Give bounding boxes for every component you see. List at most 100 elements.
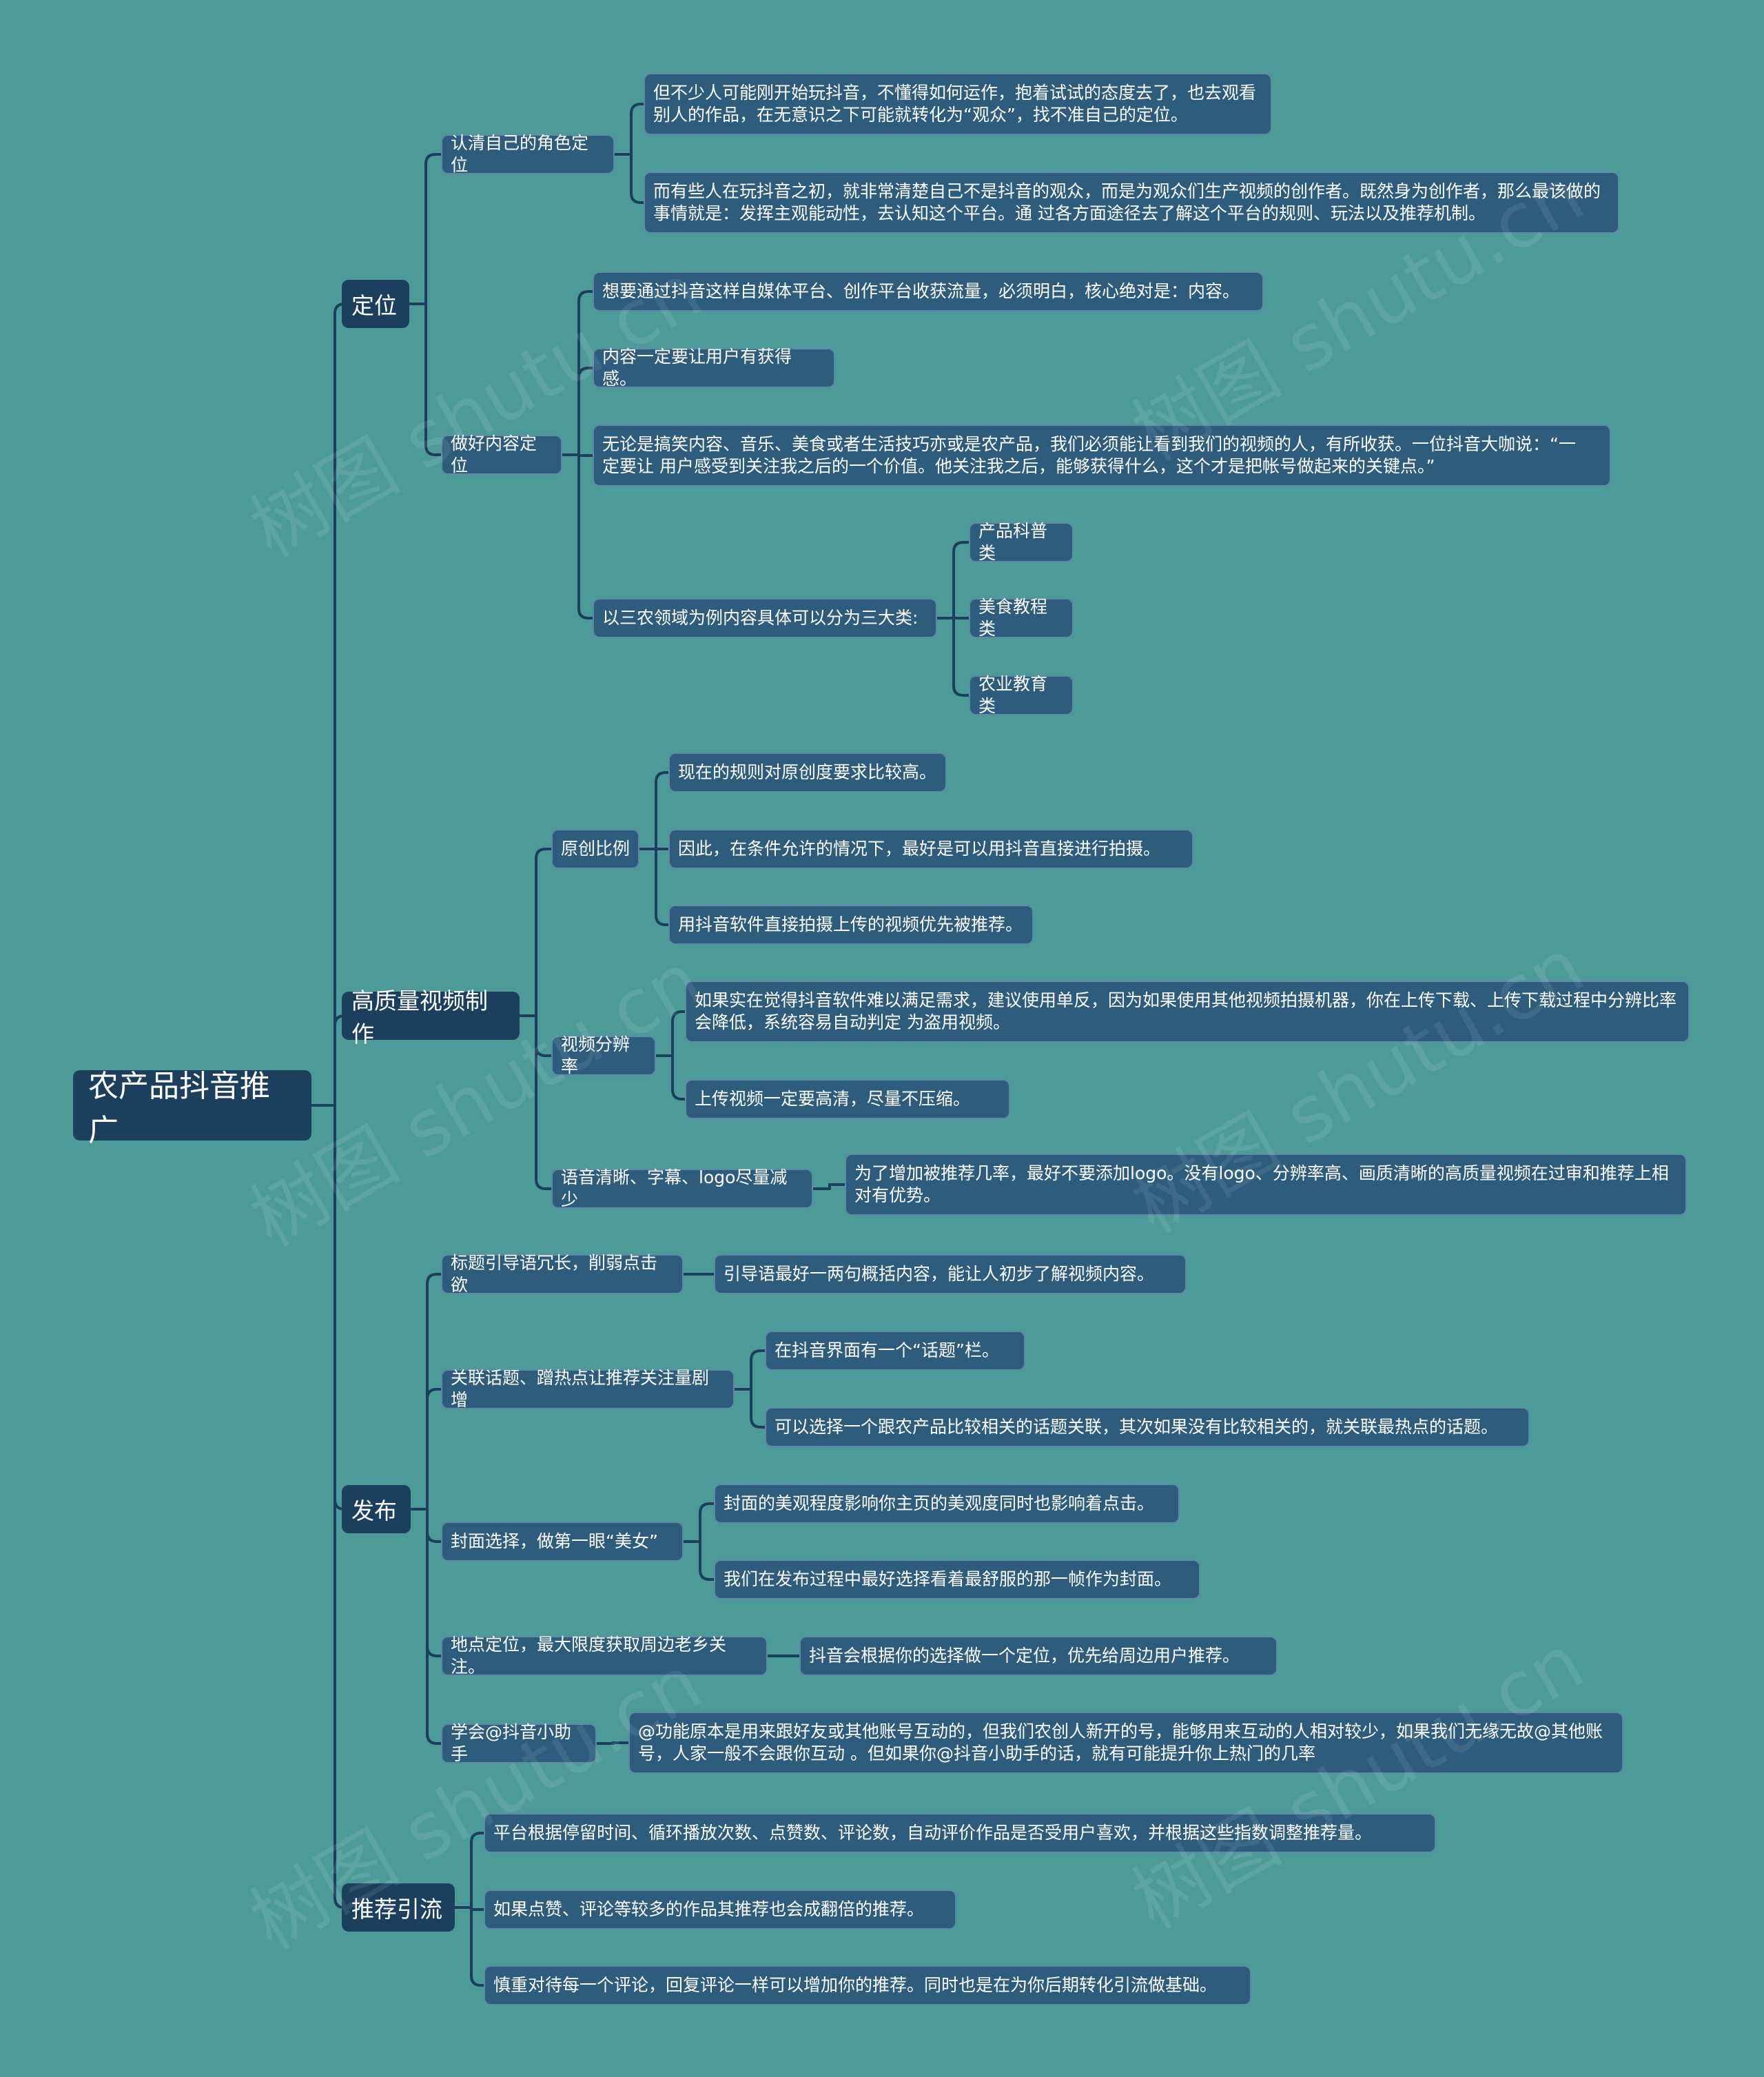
leaf-topic[interactable]: 因此，在条件允许的情况下，最好是可以用抖音直接进行拍摄。 (668, 829, 1193, 869)
topic-cover-selection[interactable]: 封面选择，做第一眼“美女” (441, 1522, 684, 1562)
topic-label: 可以选择一个跟农产品比较相关的话题关联，其次如果没有比较相关的，就关联最热点的话… (775, 1417, 1499, 1437)
leaf-topic[interactable]: 产品科普类 (969, 521, 1074, 563)
connector-branch (334, 303, 345, 1105)
connector-branch (699, 1502, 714, 1542)
topic-location[interactable]: 地点定位，最大限度获取周边老乡关注。 (441, 1635, 768, 1677)
topic-label: 慎重对待每一个评论，回复评论一样可以增加你的推荐。同时也是在为你后期转化引流做基… (493, 1975, 1218, 1995)
connector-branch (750, 1349, 765, 1389)
topic-originality[interactable]: 原创比例 (551, 829, 639, 869)
topic-label: 现在的规则对原创度要求比较高。 (678, 762, 937, 782)
topic-label: 发布 (351, 1497, 397, 1524)
connector-branch (671, 1056, 685, 1101)
topic-label: 推荐引流 (351, 1896, 442, 1923)
topic-label: 农产品抖音推广 (88, 1069, 270, 1148)
connector-branch (952, 541, 969, 618)
connector-branch (470, 1907, 484, 1987)
connector-branch (577, 454, 593, 457)
leaf-topic[interactable]: 内容一定要让用户有获得感。 (593, 347, 835, 389)
connector-branch (470, 1832, 484, 1907)
branch-dingwei[interactable]: 定位 (342, 280, 409, 328)
topic-label: 标题引导语冗长，削弱点击欲 (451, 1253, 658, 1295)
leaf-topic[interactable]: 美食教程类 (969, 597, 1074, 639)
central-topic[interactable]: 农产品抖音推广 (73, 1069, 311, 1148)
connector-branch (750, 1389, 765, 1429)
topic-at-assistant[interactable]: 学会@抖音小助手 (441, 1722, 597, 1764)
leaf-topic[interactable]: @功能原本是用来跟好友或其他账号互动的，但我们农创人新开的号，能够用来互动的人相… (628, 1712, 1623, 1774)
topic-label: 封面的美观程度影响你主页的美观度同时也影响着点击。 (724, 1493, 1155, 1513)
connector-branch (426, 1509, 441, 1745)
leaf-topic[interactable]: 在抖音界面有一个“话题”栏。 (765, 1331, 1025, 1371)
topic-label: 无论是搞笑内容、音乐、美食或者生活技巧亦或是农产品，我们必须能让看到我们的视频的… (602, 434, 1576, 476)
leaf-topic[interactable]: 想要通过抖音这样自媒体平台、创作平台收获流量，必须明白，核心绝对是：内容。 (593, 272, 1264, 311)
leaf-topic[interactable]: 如果实在觉得抖音软件难以满足需求，建议使用单反，因为如果使用其他视频拍摄机器，你… (685, 981, 1690, 1043)
connector-branch (630, 154, 644, 204)
leaf-topic[interactable]: 抖音会根据你的选择做一个定位，优先给周边用户推荐。 (799, 1636, 1278, 1676)
branch-video-production[interactable]: 高质量视频制作 (342, 988, 520, 1047)
topic-label: 关联话题、蹭热点让推荐关注量剧增 (451, 1368, 710, 1410)
topic-label: 因此，在条件允许的情况下，最好是可以用抖音直接进行拍摄。 (678, 839, 1161, 859)
connector-branch (426, 1509, 441, 1543)
connector-branch (699, 1542, 714, 1581)
leaf-topic[interactable]: 但不少人可能刚开始玩抖音，不懂得如何运作，抱着试试的态度去了，也去观看 别人的作… (644, 73, 1272, 135)
topic-label: 但不少人可能刚开始玩抖音，不懂得如何运作，抱着试试的态度去了，也去观看 别人的作… (653, 83, 1257, 125)
sub-topic[interactable]: 平台根据停留时间、循环播放次数、点赞数、评论数，自动评价作品是否受用户喜欢，并根… (484, 1813, 1436, 1853)
connector-branch (952, 618, 969, 697)
topic-title-guide[interactable]: 标题引导语冗长，削弱点击欲 (441, 1253, 684, 1295)
leaf-topic[interactable]: 上传视频一定要高清，尽量不压缩。 (685, 1079, 1010, 1119)
leaf-topic[interactable]: 封面的美观程度影响你主页的美观度同时也影响着点击。 (714, 1484, 1180, 1524)
topic-label: 内容一定要让用户有获得感。 (602, 347, 792, 389)
topic-label: @功能原本是用来跟好友或其他账号互动的，但我们农创人新开的号，能够用来互动的人相… (638, 1721, 1603, 1763)
connector-branch (535, 1016, 551, 1057)
topic-label: 语音清晰、字幕、logo尽量减少 (561, 1167, 788, 1209)
topic-resolution[interactable]: 视频分辨率 (551, 1034, 656, 1076)
topic-label: 平台根据停留时间、循环播放次数、点赞数、评论数，自动评价作品是否受用户喜欢，并根… (493, 1823, 1373, 1843)
topic-label: 用抖音软件直接拍摄上传的视频优先被推荐。 (678, 914, 1023, 934)
topic-label: 想要通过抖音这样自媒体平台、创作平台收获流量，必须明白，核心绝对是：内容。 (602, 281, 1240, 301)
topic-label: 我们在发布过程中最好选择看着最舒服的那一帧作为封面。 (724, 1569, 1172, 1589)
leaf-topic[interactable]: 现在的规则对原创度要求比较高。 (668, 753, 947, 792)
topic-label: 认清自己的角色定位 (451, 133, 589, 175)
connector-branch (470, 1907, 484, 1911)
topic-role-positioning[interactable]: 认清自己的角色定位 (441, 133, 615, 175)
leaf-topic[interactable]: 无论是搞笑内容、音乐、美食或者生活技巧亦或是农产品，我们必须能让看到我们的视频的… (593, 424, 1611, 487)
topic-label: 学会@抖音小助手 (451, 1722, 572, 1764)
connector-branch (535, 848, 551, 1016)
topic-hashtags-trending[interactable]: 关联话题、蹭热点让推荐关注量剧增 (441, 1368, 735, 1410)
connector-branch (577, 455, 593, 620)
connector-branch (426, 1388, 441, 1509)
topic-label: 为了增加被推荐几率，最好不要添加logo。没有logo、分辨率高、画质清晰的高质… (854, 1163, 1669, 1205)
leaf-topic[interactable]: 引导语最好一两句概括内容，能让人初步了解视频内容。 (714, 1254, 1187, 1294)
topic-label: 视频分辨率 (561, 1034, 630, 1076)
leaf-topic[interactable]: 而有些人在玩抖音之初，就非常清楚自己不是抖音的观众，而是为观众们生产视频的创作者… (644, 172, 1619, 234)
topic-label: 而有些人在玩抖音之初，就非常清楚自己不是抖音的观众，而是为观众们生产视频的创作者… (653, 181, 1601, 223)
leaf-topic[interactable]: 为了增加被推荐几率，最好不要添加logo。没有logo、分辨率高、画质清晰的高质… (845, 1154, 1687, 1216)
leaf-topic[interactable]: 可以选择一个跟农产品比较相关的话题关联，其次如果没有比较相关的，就关联最热点的话… (765, 1407, 1530, 1447)
leaf-topic[interactable]: 我们在发布过程中最好选择看着最舒服的那一帧作为封面。 (714, 1559, 1200, 1599)
topic-label: 封面选择，做第一眼“美女” (451, 1531, 658, 1551)
topic-label: 定位 (351, 292, 397, 319)
branch-publish[interactable]: 发布 (342, 1485, 411, 1533)
topic-label: 引导语最好一两句概括内容，能让人初步了解视频内容。 (724, 1264, 1155, 1284)
topic-label: 抖音会根据你的选择做一个定位，优先给周边用户推荐。 (809, 1646, 1240, 1666)
topic-label: 原创比例 (561, 839, 630, 859)
leaf-topic[interactable]: 用抖音软件直接拍摄上传的视频优先被推荐。 (668, 905, 1034, 945)
connector-branch (334, 1105, 345, 1511)
connector-branch (655, 849, 668, 926)
topic-label: 地点定位，最大限度获取周边老乡关注。 (451, 1635, 727, 1677)
leaf-topic[interactable]: 农业教育类 (969, 674, 1074, 716)
topic-label: 如果点赞、评论等较多的作品其推荐也会成翻倍的推荐。 (493, 1899, 925, 1919)
connector-branch (424, 304, 441, 456)
topic-three-categories[interactable]: 以三农领域为例内容具体可以分为三大类: (593, 598, 937, 638)
branch-recommend-traffic[interactable]: 推荐引流 (342, 1883, 455, 1932)
connector-branch (671, 1010, 685, 1056)
topic-voice-subtitle-logo[interactable]: 语音清晰、字幕、logo尽量减少 (551, 1167, 813, 1209)
topic-label: 以三农领域为例内容具体可以分为三大类: (602, 608, 919, 628)
topic-label: 上传视频一定要高清，尽量不压缩。 (695, 1089, 971, 1109)
sub-topic[interactable]: 如果点赞、评论等较多的作品其推荐也会成翻倍的推荐。 (484, 1890, 956, 1930)
topic-content-positioning[interactable]: 做好内容定位 (441, 433, 562, 475)
connector-branch (426, 1273, 441, 1509)
sub-topic[interactable]: 慎重对待每一个评论，回复评论一样可以增加你的推荐。同时也是在为你后期转化引流做基… (484, 1965, 1251, 2005)
topic-label: 美食教程类 (978, 597, 1048, 639)
